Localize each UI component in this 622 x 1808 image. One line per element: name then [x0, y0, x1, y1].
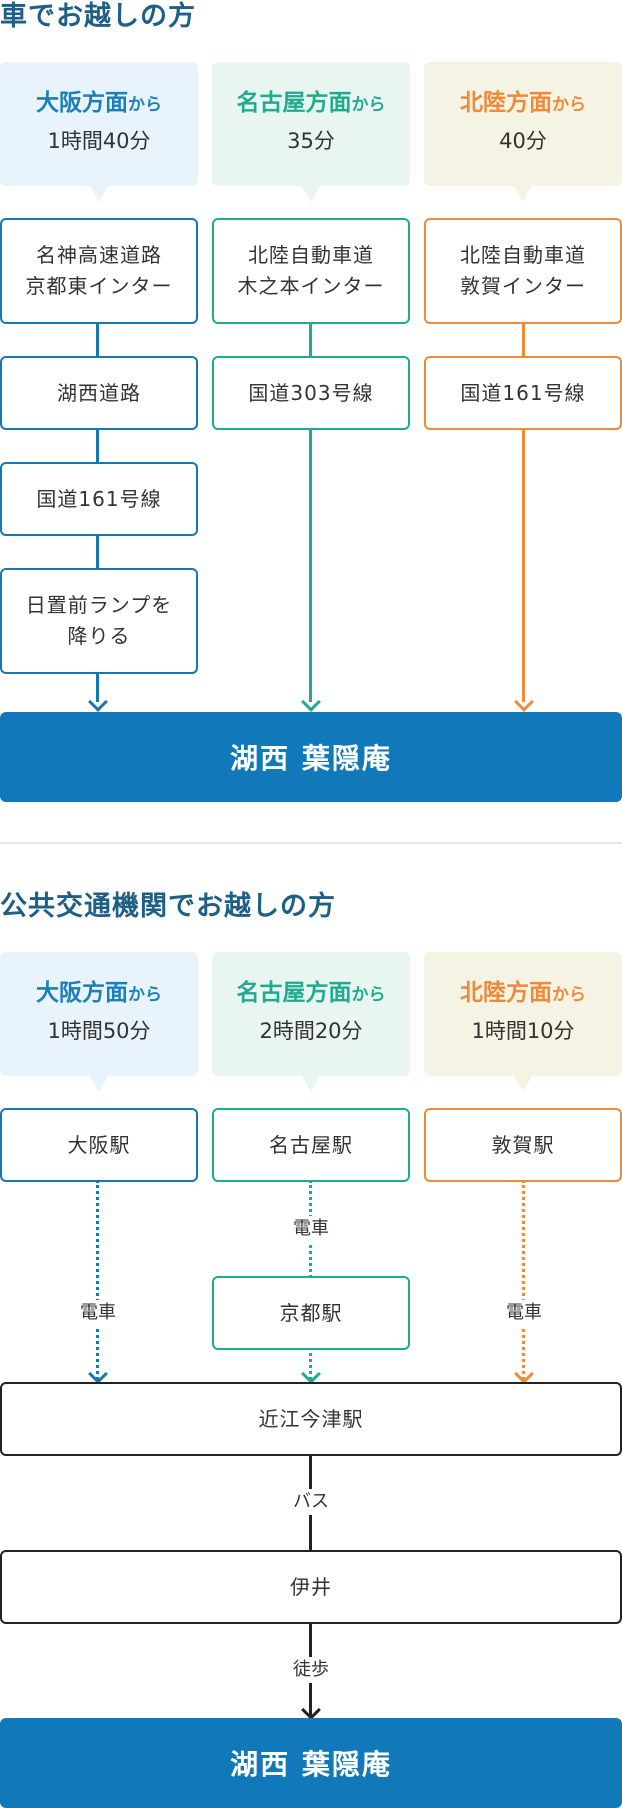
section-divider: [0, 842, 622, 844]
route-step: 日置前ランプを 降りる: [0, 568, 198, 674]
mode-train-label: 電車: [76, 1300, 120, 1326]
arrow-down-icon: [301, 692, 321, 712]
origin-region: 北陸方面から: [460, 980, 586, 1006]
origin-region: 大阪方面から: [36, 980, 162, 1006]
car-origin-osaka: 大阪方面から 1時間40分: [0, 62, 198, 202]
origin-region: 名古屋方面から: [236, 980, 386, 1006]
route-line: [522, 322, 525, 702]
train-line: [96, 1180, 99, 1380]
arrow-down-icon: [514, 692, 534, 712]
car-destination: 湖西 葉隠庵: [0, 712, 622, 802]
arrow-down-icon: [514, 1364, 534, 1384]
car-section-title: 車でお越しの方: [0, 1, 196, 32]
origin-time: 2時間20分: [259, 1019, 363, 1043]
origin-time: 40分: [499, 129, 547, 153]
car-origin-hokuriku: 北陸方面から 40分: [424, 62, 622, 202]
train-line: [522, 1180, 525, 1380]
station-omi-imazu: 近江今津駅: [0, 1382, 622, 1456]
car-origin-nagoya: 名古屋方面から 35分: [212, 62, 410, 202]
route-step: 湖西道路: [0, 356, 198, 430]
transit-destination: 湖西 葉隠庵: [0, 1718, 622, 1808]
station-nagoya: 名古屋駅: [212, 1108, 410, 1182]
route-step: 国道161号線: [424, 356, 622, 430]
station-tsuruga: 敦賀駅: [424, 1108, 622, 1182]
origin-region: 北陸方面から: [460, 90, 586, 116]
route-step: 北陸自動車道 敦賀インター: [424, 218, 622, 324]
arrow-down-icon: [301, 1364, 321, 1384]
mode-bus-label: バス: [289, 1489, 333, 1515]
arrow-down-icon: [88, 692, 108, 712]
mode-train-label: 電車: [502, 1300, 546, 1326]
transit-section-title: 公共交通機関でお越しの方: [0, 891, 336, 922]
route-line: [309, 322, 312, 702]
origin-time: 35分: [287, 129, 335, 153]
origin-region: 名古屋方面から: [236, 90, 386, 116]
transit-origin-hokuriku: 北陸方面から 1時間10分: [424, 952, 622, 1092]
transit-origin-osaka: 大阪方面から 1時間50分: [0, 952, 198, 1092]
mode-train-label: 電車: [289, 1216, 333, 1242]
station-kyoto: 京都駅: [212, 1276, 410, 1350]
route-step: 名神高速道路 京都東インター: [0, 218, 198, 324]
origin-time: 1時間40分: [47, 129, 151, 153]
origin-time: 1時間10分: [471, 1019, 575, 1043]
arrow-down-icon: [88, 1364, 108, 1384]
route-step: 北陸自動車道 木之本インター: [212, 218, 410, 324]
transit-origin-nagoya: 名古屋方面から 2時間20分: [212, 952, 410, 1092]
stop-ii: 伊井: [0, 1550, 622, 1624]
mode-walk-label: 徒歩: [289, 1657, 333, 1683]
origin-region: 大阪方面から: [36, 90, 162, 116]
route-step: 国道303号線: [212, 356, 410, 430]
origin-time: 1時間50分: [47, 1019, 151, 1043]
route-step: 国道161号線: [0, 462, 198, 536]
station-osaka: 大阪駅: [0, 1108, 198, 1182]
arrow-down-icon: [301, 1700, 321, 1720]
